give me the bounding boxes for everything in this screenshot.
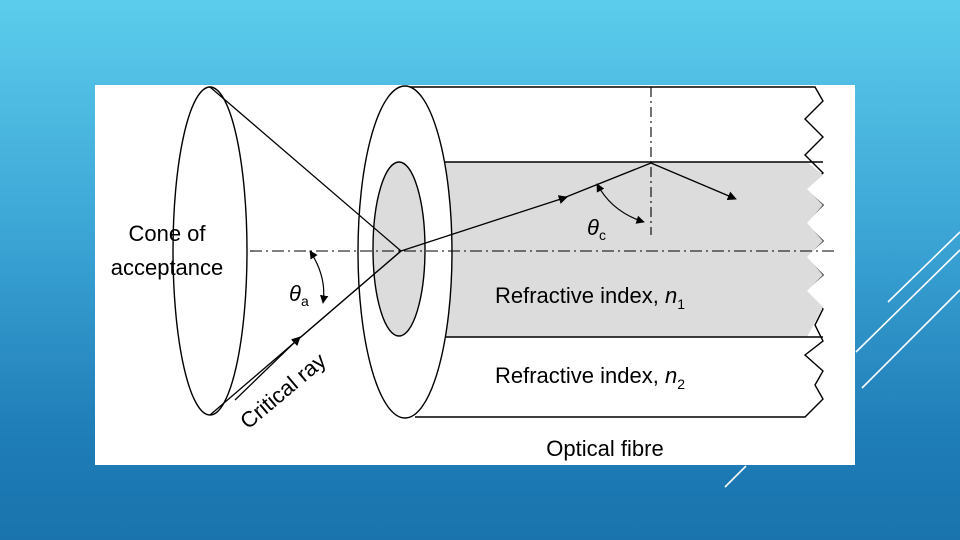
fibre-core	[405, 162, 823, 337]
cladding-refractive-index-label: Refractive index, n2	[495, 363, 685, 392]
cone-label-line2: acceptance	[111, 255, 224, 280]
refracted-ray-arrow	[400, 195, 568, 252]
deco-line-4	[724, 465, 747, 488]
deco-line-3	[861, 289, 960, 389]
core-refractive-index-label: Refractive index, n1	[495, 283, 685, 312]
reflected-ray	[650, 162, 737, 200]
optical-fibre-diagram: Cone of acceptance θa θc Critical ray Re…	[95, 85, 855, 465]
critical-ray-label: Critical ray	[235, 348, 331, 434]
acceptance-cone-base	[172, 86, 248, 416]
critical-ray-incident-arrow	[234, 336, 301, 401]
theta-a-arc	[309, 250, 329, 304]
deco-line-1	[887, 231, 960, 303]
cone-upper-edge	[209, 86, 402, 252]
deco-line-2	[855, 249, 960, 353]
theta-c-label: θc	[587, 215, 606, 243]
theta-c-arc	[596, 183, 645, 224]
critical-ray-incident	[294, 250, 402, 343]
optical-fibre-label: Optical fibre	[546, 436, 663, 461]
theta-a-label: θa	[289, 281, 309, 309]
cone-label-line1: Cone of	[128, 221, 206, 246]
diagram-canvas: Cone of acceptance θa θc Critical ray Re…	[111, 85, 835, 461]
refracted-ray	[560, 162, 652, 200]
